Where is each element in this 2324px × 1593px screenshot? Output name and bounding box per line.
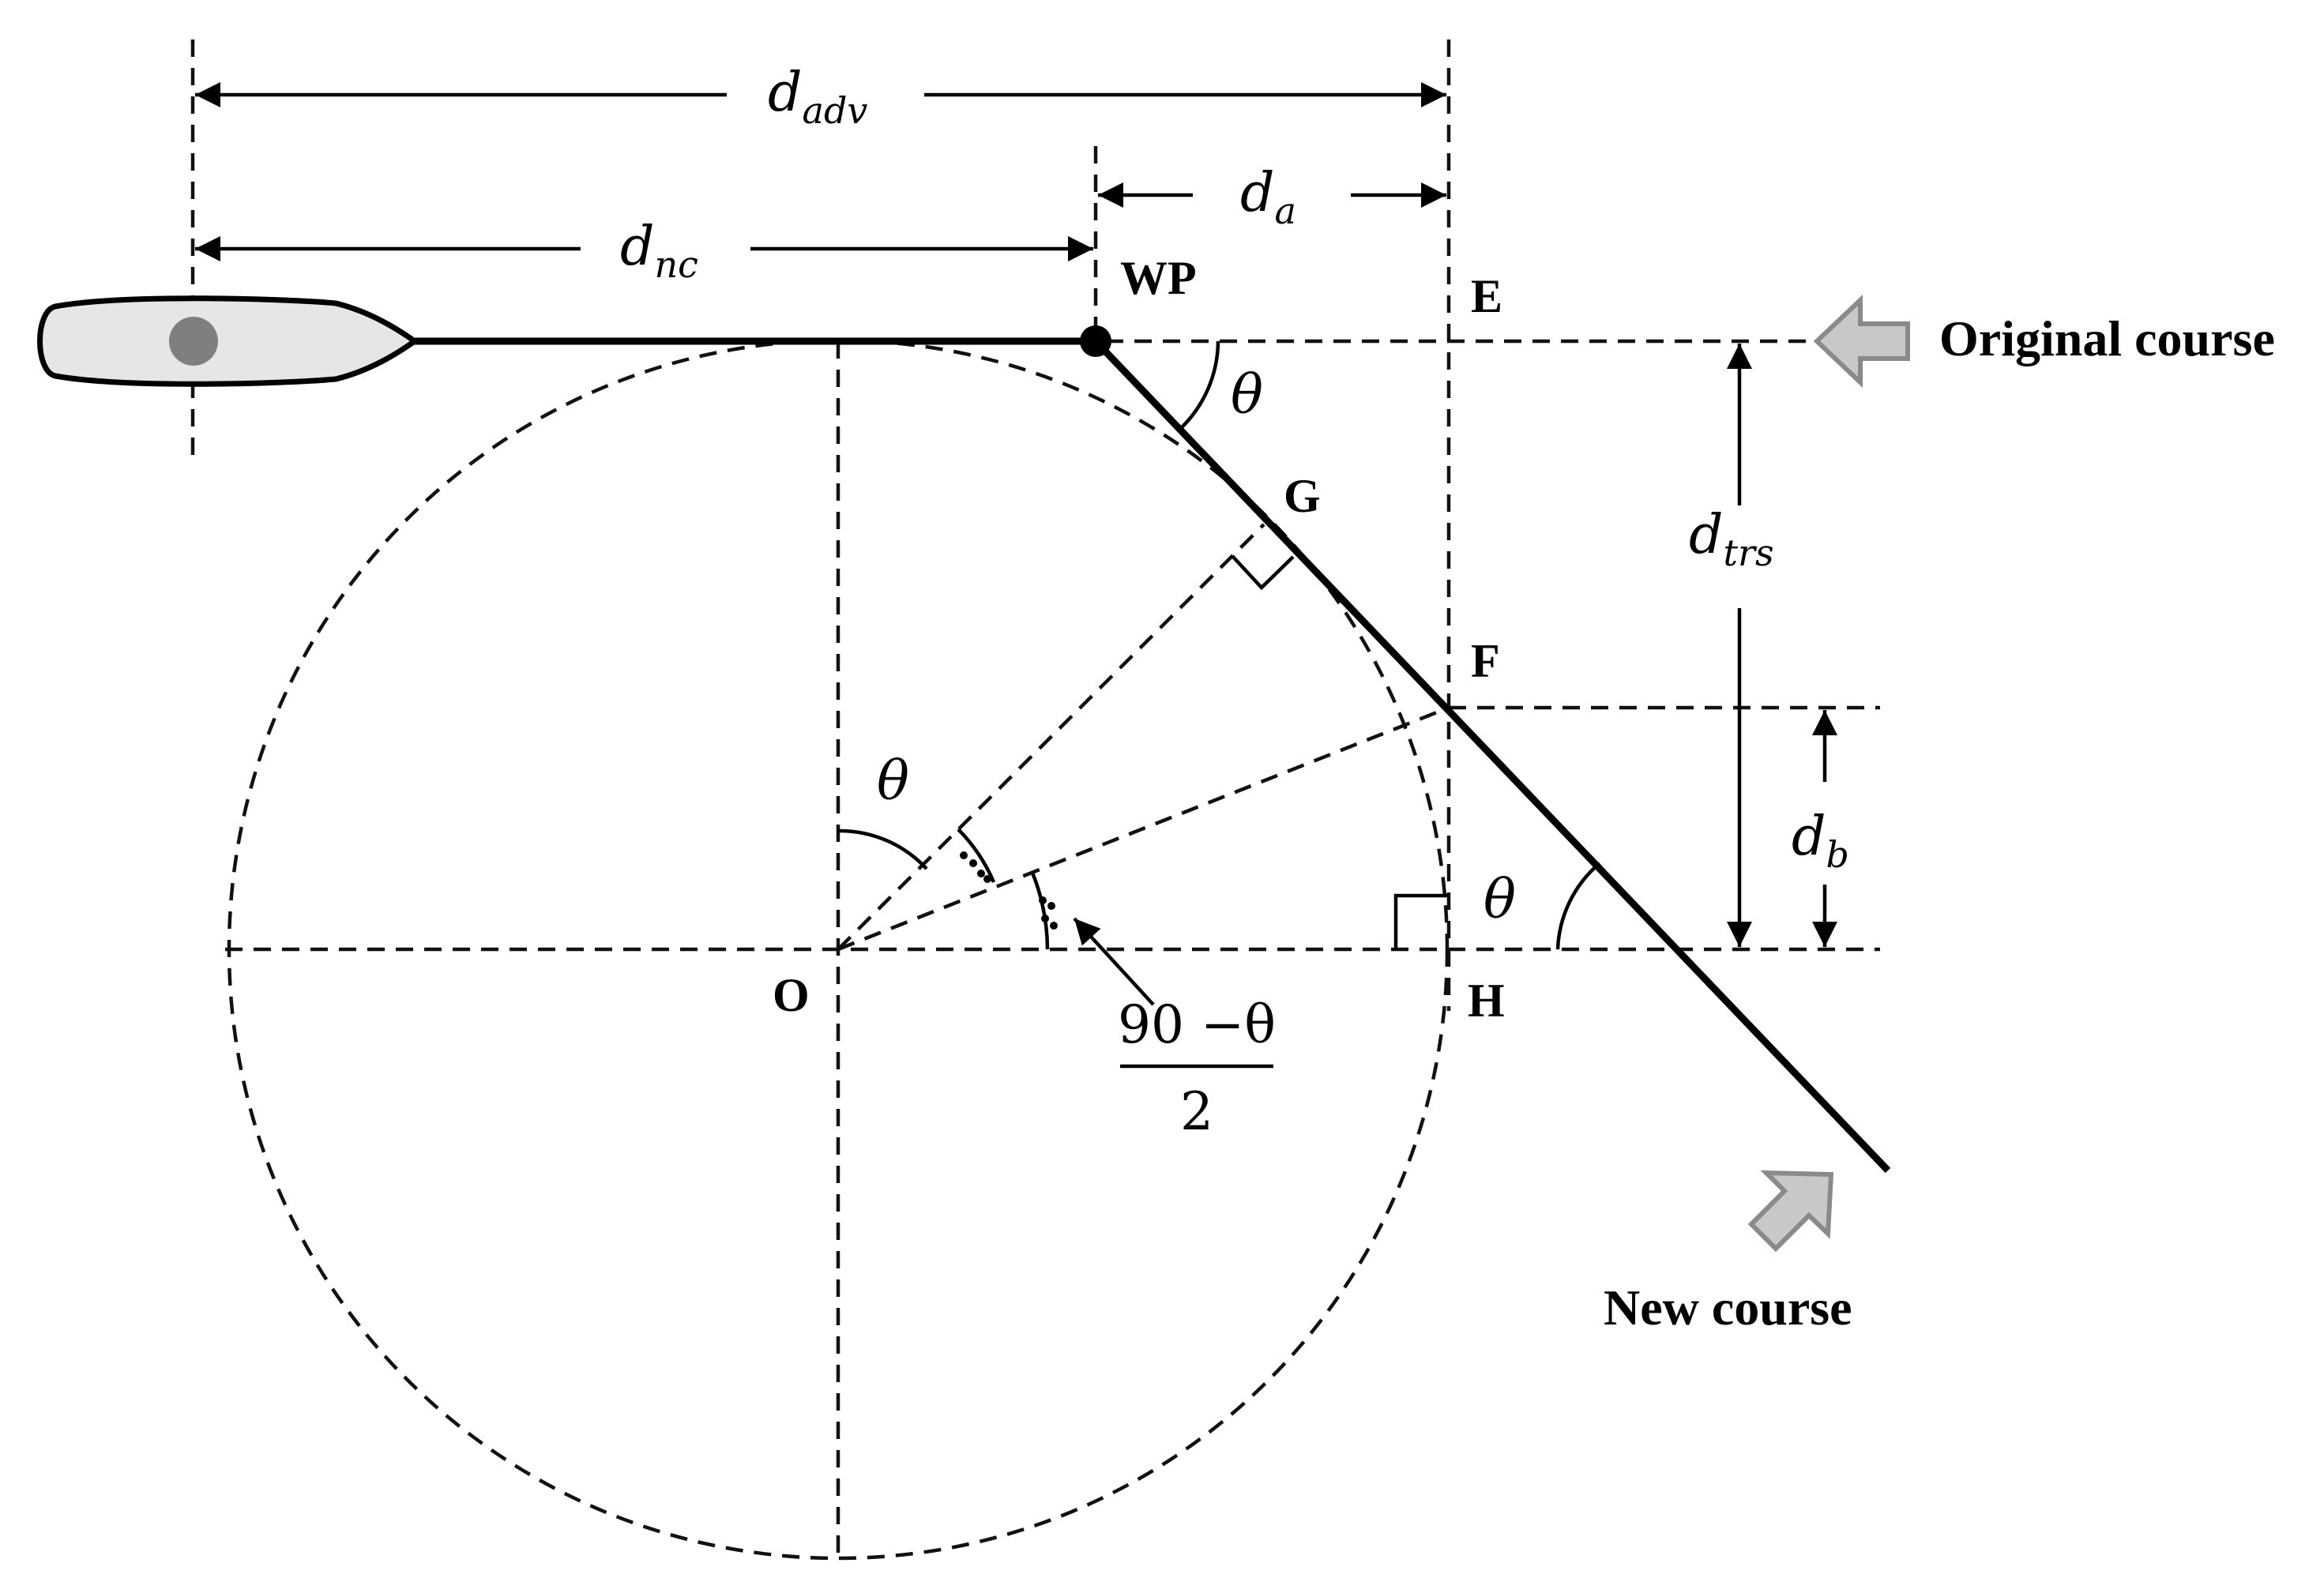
theta-arc-o xyxy=(837,828,928,870)
o-g-radius xyxy=(837,523,1265,951)
half-angle-ticks-2 xyxy=(1039,896,1058,930)
half-angle-pointer-arrow xyxy=(1073,917,1155,1006)
point-label-o: O xyxy=(773,969,810,1021)
fraction-denominator: 2 xyxy=(1180,1081,1213,1142)
right-angle-g xyxy=(1231,554,1295,591)
d-a-label: da xyxy=(1240,162,1296,232)
half-angle-arc-1 xyxy=(957,828,996,883)
point-label-g: G xyxy=(1284,470,1321,522)
half-angle-arc-2 xyxy=(1030,872,1050,950)
new-course-label: New course xyxy=(1604,1279,1852,1336)
point-label-wp: WP xyxy=(1120,252,1197,304)
right-angle-h xyxy=(1393,893,1449,949)
ship-hull xyxy=(37,295,420,387)
theta-label-new-course: θ xyxy=(1484,869,1516,931)
d-b-label: db xyxy=(1792,806,1849,876)
original-course-arrow-icon xyxy=(1813,295,1910,388)
theta-label-o: θ xyxy=(877,750,909,813)
d-trs-label: dtrs xyxy=(1689,504,1774,574)
ship-position-marker xyxy=(169,317,218,366)
original-course-label: Original course xyxy=(1939,310,2275,366)
point-label-f: F xyxy=(1471,635,1500,687)
point-label-e: E xyxy=(1471,270,1502,322)
theta-arc-new-course xyxy=(1555,862,1601,950)
theta-arc-wp xyxy=(1178,340,1220,431)
d-nc-label: dnc xyxy=(620,216,698,286)
d-adv-label: dadv xyxy=(768,62,867,132)
theta-label-wp: θ xyxy=(1231,364,1263,426)
fraction-numerator: 90 −θ xyxy=(1118,994,1276,1055)
new-course-arrow-icon xyxy=(1747,1170,1834,1253)
wheel-over-point xyxy=(1080,325,1111,357)
point-label-h: H xyxy=(1468,975,1505,1027)
half-angle-ticks-1 xyxy=(960,851,991,883)
new-course-line xyxy=(1092,338,1891,1174)
o-f-line xyxy=(837,705,1450,952)
